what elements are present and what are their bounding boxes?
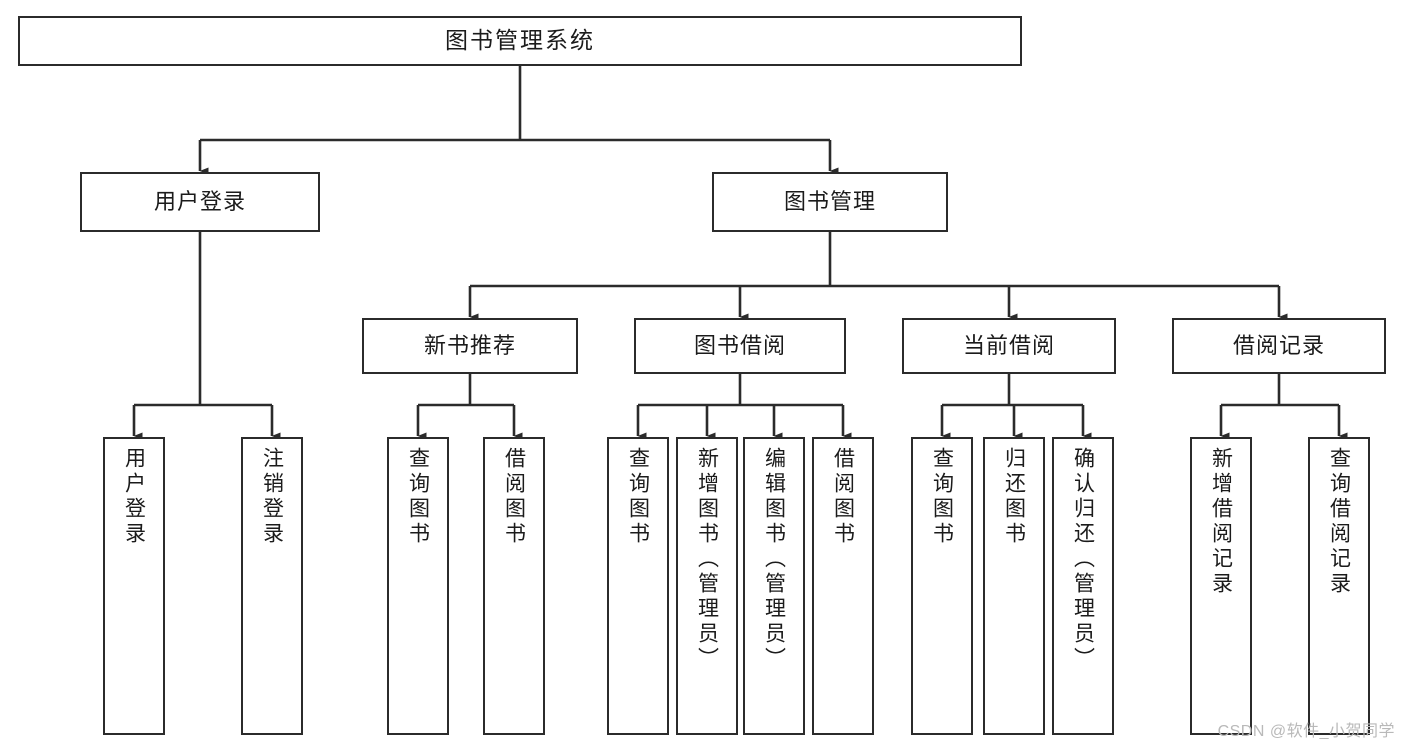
node-leaf-query-borrow-record[interactable]: 查询借阅记录 xyxy=(1308,437,1370,735)
node-leaf-return-book-label: 归还图书 xyxy=(1002,447,1026,547)
node-leaf-query-book-borrow[interactable]: 查询图书 xyxy=(607,437,669,735)
node-book-management-label: 图书管理 xyxy=(783,189,876,215)
node-book-borrow-label: 图书借阅 xyxy=(693,333,786,359)
node-user-login[interactable]: 用户登录 xyxy=(80,172,320,232)
node-leaf-user-login[interactable]: 用户登录 xyxy=(103,437,165,735)
node-leaf-query-book-current[interactable]: 查询图书 xyxy=(911,437,973,735)
node-leaf-query-book-recommend[interactable]: 查询图书 xyxy=(387,437,449,735)
node-leaf-add-book-admin-label: 新增图书（管理员） xyxy=(695,447,719,672)
node-leaf-add-book-admin[interactable]: 新增图书（管理员） xyxy=(676,437,738,735)
node-leaf-logout-login[interactable]: 注销登录 xyxy=(241,437,303,735)
node-book-management[interactable]: 图书管理 xyxy=(712,172,948,232)
node-current-borrow-label: 当前借阅 xyxy=(962,333,1055,359)
node-root-label: 图书管理系统 xyxy=(445,27,595,54)
node-leaf-return-book[interactable]: 归还图书 xyxy=(983,437,1045,735)
node-leaf-edit-book-admin-label: 编辑图书（管理员） xyxy=(762,447,786,672)
node-leaf-confirm-return-admin-label: 确认归还（管理员） xyxy=(1071,447,1095,672)
node-leaf-query-book-current-label: 查询图书 xyxy=(930,447,954,547)
node-leaf-borrow-book-recommend[interactable]: 借阅图书 xyxy=(483,437,545,735)
node-leaf-user-login-label: 用户登录 xyxy=(122,447,146,547)
node-leaf-borrow-book-label: 借阅图书 xyxy=(831,447,855,547)
node-leaf-add-borrow-record[interactable]: 新增借阅记录 xyxy=(1190,437,1252,735)
node-leaf-edit-book-admin[interactable]: 编辑图书（管理员） xyxy=(743,437,805,735)
node-borrow-records[interactable]: 借阅记录 xyxy=(1172,318,1386,374)
node-leaf-confirm-return-admin[interactable]: 确认归还（管理员） xyxy=(1052,437,1114,735)
node-new-book-recommend-label: 新书推荐 xyxy=(423,333,516,359)
edges-group xyxy=(132,66,1348,440)
node-leaf-borrow-book[interactable]: 借阅图书 xyxy=(812,437,874,735)
node-leaf-borrow-book-recommend-label: 借阅图书 xyxy=(502,447,526,547)
watermark: CSDN @软件_小贺同学 xyxy=(1217,723,1395,740)
node-leaf-query-book-recommend-label: 查询图书 xyxy=(406,447,430,547)
node-borrow-records-label: 借阅记录 xyxy=(1232,333,1325,359)
node-root[interactable]: 图书管理系统 xyxy=(18,16,1022,66)
node-leaf-query-borrow-record-label: 查询借阅记录 xyxy=(1327,447,1351,597)
node-new-book-recommend[interactable]: 新书推荐 xyxy=(362,318,578,374)
node-leaf-query-book-borrow-label: 查询图书 xyxy=(626,447,650,547)
node-current-borrow[interactable]: 当前借阅 xyxy=(902,318,1116,374)
node-leaf-add-borrow-record-label: 新增借阅记录 xyxy=(1209,447,1233,597)
node-leaf-logout-login-label: 注销登录 xyxy=(260,447,284,547)
node-book-borrow[interactable]: 图书借阅 xyxy=(634,318,846,374)
node-user-login-label: 用户登录 xyxy=(153,189,246,215)
